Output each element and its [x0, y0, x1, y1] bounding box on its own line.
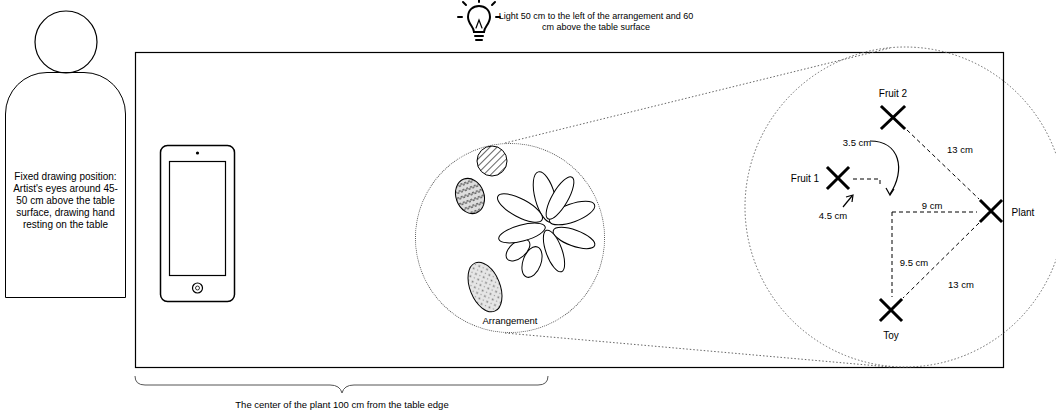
marker-label: Plant: [1003, 207, 1043, 218]
dimension: 13 cm: [941, 279, 981, 290]
node-text: Fixed drawing position: Artist's eyes ar…: [6, 171, 125, 231]
marker-label: Fruit 1: [780, 173, 830, 184]
arrangement-objects: [451, 146, 598, 317]
label-patch: 9 cm: [920, 200, 945, 211]
marker-label: Toy: [871, 330, 911, 341]
table: [136, 53, 1004, 368]
measure-arrows: [843, 141, 899, 207]
artist-body: Fixed drawing position: Artist's eyes ar…: [5, 72, 126, 298]
dimension: 4.5 cm: [813, 210, 853, 221]
node-text: Arrangement: [416, 315, 604, 327]
label-patch: 13 cm: [946, 279, 976, 290]
dimension-brace: [135, 376, 548, 393]
position-markers: [828, 107, 1001, 320]
marker-label: Fruit 2: [863, 88, 923, 99]
label-patch: 9.5 cm: [898, 257, 931, 268]
light-note: Light 50 cm to the left of the arrangeme…: [496, 11, 696, 33]
arrangement-circle: Arrangement: [415, 143, 605, 333]
artist-head: [35, 11, 97, 73]
measure-lines: [853, 130, 979, 298]
dimension-note: The center of the plant 100 cm from the …: [182, 399, 502, 410]
zoom-circle: [745, 47, 1056, 367]
dimension: 3.5 cm: [837, 137, 877, 148]
tablet: [161, 146, 235, 302]
label-patch: 13 cm: [945, 144, 975, 155]
dimension: 13 cm: [940, 144, 980, 155]
dimension: 9 cm: [915, 200, 949, 211]
dimension: 9.5 cm: [894, 257, 934, 268]
light-bulb-icon: [458, 0, 500, 40]
zoom-leader: [505, 333, 890, 367]
zoom-leader: [505, 48, 890, 143]
